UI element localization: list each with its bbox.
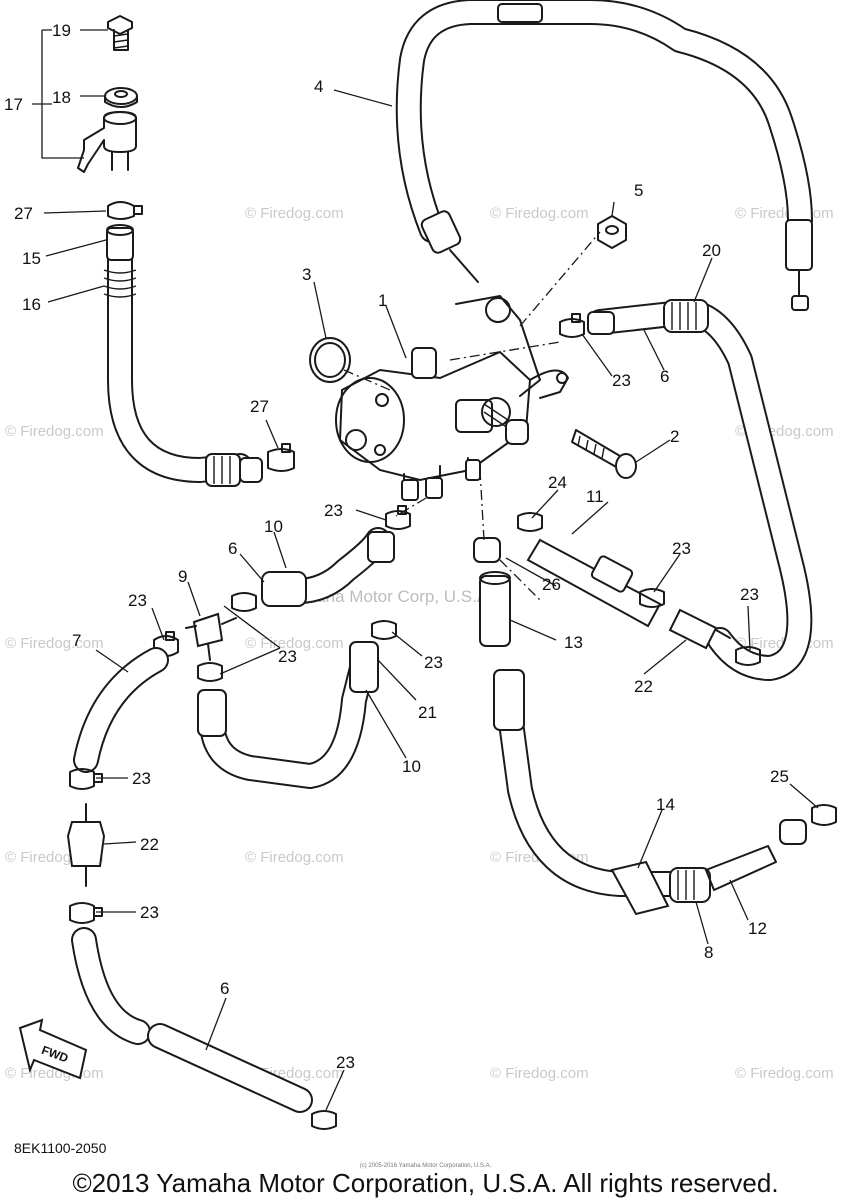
callout-6: 6: [220, 979, 229, 998]
fine-print: (c) 2005-2016 Yamaha Motor Corporation, …: [359, 1163, 492, 1169]
nut-5: [597, 215, 627, 249]
clip-27-lower: [267, 443, 295, 472]
callout-19: 19: [52, 21, 71, 40]
callout-9: 9: [178, 567, 187, 586]
callout-23: 23: [140, 903, 159, 922]
clip-27: [107, 201, 143, 220]
watermark: © Firedog.com: [245, 635, 344, 652]
relation-line: [395, 497, 427, 517]
callout-12: 12: [748, 919, 767, 938]
callout-1: 1: [378, 291, 387, 310]
cable-4: [395, 0, 813, 311]
watermark: © Firedog.com: [5, 423, 104, 440]
callout-27: 27: [250, 397, 269, 416]
clip-23-lower-mid: [371, 620, 397, 640]
callout-24: 24: [548, 473, 567, 492]
callout-labels: 19 18 17 27 15 16 4 5 20 3 1 27 23 6 2 2…: [4, 21, 789, 1072]
callout-23: 23: [128, 591, 147, 610]
callout-23: 23: [132, 769, 151, 788]
filter-22-left: [66, 803, 106, 887]
clip-23-bottom-left: [69, 902, 103, 924]
hose-12: [705, 845, 777, 891]
check-valve-11: [526, 538, 662, 628]
callout-14: 14: [656, 795, 675, 814]
watermark: © Firedog.com: [245, 849, 344, 866]
callout-17: 17: [4, 95, 23, 114]
callout-3: 3: [302, 265, 311, 284]
fwd-arrow-icon: FWD: [18, 1018, 88, 1080]
callout-21: 21: [418, 703, 437, 722]
callout-22: 22: [634, 677, 653, 696]
washer-18: [104, 87, 138, 108]
hose-6-bottom: [71, 927, 313, 1113]
callout-23: 23: [672, 539, 691, 558]
callout-13: 13: [564, 633, 583, 652]
hose-10-lower: [197, 641, 379, 789]
callout-23: 23: [324, 501, 343, 520]
callout-26: 26: [542, 575, 561, 594]
callout-25: 25: [770, 767, 789, 786]
hose-joint-left: [205, 453, 263, 487]
callout-20: 20: [702, 241, 721, 260]
callout-23: 23: [336, 1053, 355, 1072]
clip-25: [779, 804, 837, 845]
bolt-2: [571, 429, 637, 479]
band-14: [610, 860, 670, 916]
joint-9: [185, 612, 237, 661]
callout-15: 15: [22, 249, 41, 268]
callout-23: 23: [424, 653, 443, 672]
o-ring-3: [309, 337, 351, 383]
clip-23-top: [559, 313, 585, 338]
callout-22: 22: [140, 835, 159, 854]
watermark: © Firedog.com: [490, 1065, 589, 1082]
filter-22-right: [668, 608, 731, 650]
o-ring-3-inner: [314, 342, 346, 378]
hose-15: [106, 224, 134, 261]
callout-23: 23: [278, 647, 297, 666]
relation-line: [449, 341, 561, 361]
callout-2: 2: [670, 427, 679, 446]
relation-line: [519, 231, 601, 327]
watermark: © Firedog.com: [490, 205, 589, 222]
callout-5: 5: [634, 181, 643, 200]
callout-11: 11: [586, 487, 604, 506]
callout-18: 18: [52, 88, 71, 107]
watermark: © Firedog.com: [735, 205, 834, 222]
relation-line: [479, 469, 485, 541]
bracket-damper-17: [77, 111, 137, 173]
bolt-19: [107, 15, 133, 51]
copyright-notice: ©2013 Yamaha Motor Corporation, U.S.A. A…: [72, 1168, 779, 1198]
hose-10-upper: [261, 527, 395, 607]
clip-23-right: [639, 588, 761, 666]
hose-16: [103, 237, 253, 483]
oil-pump-1: [335, 295, 569, 501]
relation-line: [499, 559, 541, 601]
callout-6: 6: [660, 367, 669, 386]
hose-7: [73, 647, 169, 773]
callout-10: 10: [264, 517, 283, 536]
clip-23-bottom: [311, 1110, 337, 1130]
callout-10: 10: [402, 757, 421, 776]
callout-23: 23: [740, 585, 759, 604]
watermark: © Firedog.com: [245, 205, 344, 222]
callout-16: 16: [22, 295, 41, 314]
callout-27: 27: [14, 204, 33, 223]
bracket-17-leader: [32, 29, 84, 159]
pipe-13: [479, 571, 511, 647]
clip-24: [517, 512, 543, 532]
relation-line: [343, 369, 391, 391]
callout-7: 7: [72, 631, 81, 650]
hose-8: [493, 669, 711, 903]
watermark: © Firedog.com: [735, 1065, 834, 1082]
callout-8: 8: [704, 943, 713, 962]
callout-6: 6: [228, 539, 237, 558]
watermark: © Firedog.com: [5, 635, 104, 652]
leader-lines: [43, 29, 819, 1111]
cap-26: [473, 537, 501, 563]
hose-20: [587, 299, 813, 681]
callout-4: 4: [314, 77, 323, 96]
diagram-code: 8EK1100-2050: [14, 1140, 107, 1156]
callout-23: 23: [612, 371, 631, 390]
